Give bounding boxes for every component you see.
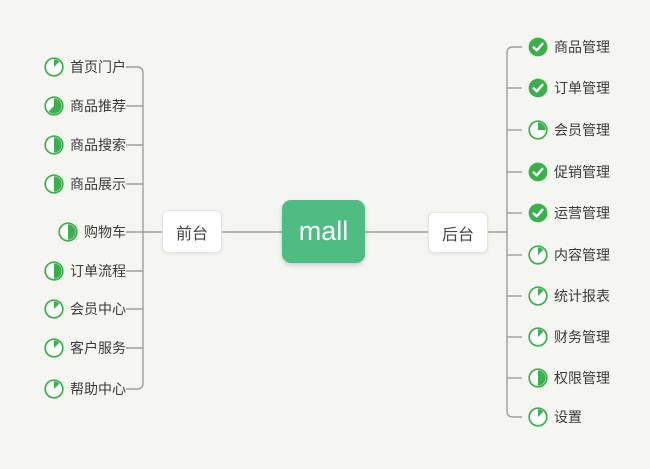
leaf-label: 首页门户 [70, 59, 126, 75]
leaf-label: 商品管理 [554, 39, 610, 55]
leaf-label: 会员中心 [70, 301, 126, 317]
mindmap-leaf-node[interactable]: 会员中心 [44, 298, 126, 320]
completed-check-icon [528, 78, 548, 98]
mindmap-leaf-node[interactable]: 帮助中心 [44, 378, 126, 400]
leaf-label: 商品推荐 [70, 98, 126, 114]
mindmap-leaf-node[interactable]: 内容管理 [528, 244, 610, 266]
mindmap-leaf-node[interactable]: 财务管理 [528, 326, 610, 348]
progress-pie-icon [44, 135, 64, 155]
progress-pie-icon [44, 96, 64, 116]
leaf-label: 运营管理 [554, 205, 610, 221]
mindmap-leaf-node[interactable]: 订单管理 [528, 77, 610, 99]
root-node-mall[interactable]: mall [282, 200, 365, 263]
progress-pie-icon [528, 120, 548, 140]
mindmap-leaf-node[interactable]: 客户服务 [44, 337, 126, 359]
mindmap-leaf-node[interactable]: 首页门户 [44, 56, 126, 78]
branch-node-frontend[interactable]: 前台 [162, 210, 222, 253]
mindmap-leaf-node[interactable]: 商品搜索 [44, 134, 126, 156]
mindmap-leaf-node[interactable]: 权限管理 [528, 367, 610, 389]
leaf-label: 会员管理 [554, 122, 610, 138]
progress-pie-icon [528, 286, 548, 306]
progress-pie-icon [44, 299, 64, 319]
leaf-label: 订单流程 [70, 263, 126, 279]
progress-pie-icon [44, 261, 64, 281]
completed-check-icon [528, 37, 548, 57]
mindmap-leaf-node[interactable]: 运营管理 [528, 202, 610, 224]
mindmap-leaf-node[interactable]: 商品推荐 [44, 95, 126, 117]
completed-check-icon [528, 203, 548, 223]
progress-pie-icon [528, 407, 548, 427]
leaf-label: 商品搜索 [70, 137, 126, 153]
completed-check-icon [528, 162, 548, 182]
mindmap-leaf-node[interactable]: 会员管理 [528, 119, 610, 141]
leaf-label: 商品展示 [70, 176, 126, 192]
leaf-label: 权限管理 [554, 370, 610, 386]
progress-pie-icon [528, 327, 548, 347]
mindmap-leaf-node[interactable]: 商品管理 [528, 36, 610, 58]
progress-pie-icon [58, 222, 78, 242]
leaf-label: 统计报表 [554, 288, 610, 304]
leaf-label: 设置 [554, 409, 582, 425]
leaf-label: 财务管理 [554, 329, 610, 345]
branch-label-frontend: 前台 [175, 225, 208, 243]
branch-node-backend[interactable]: 后台 [428, 212, 488, 253]
mindmap-leaf-node[interactable]: 统计报表 [528, 285, 610, 307]
mindmap-leaf-node[interactable]: 订单流程 [44, 260, 126, 282]
progress-pie-icon [44, 379, 64, 399]
progress-pie-icon [44, 57, 64, 77]
mindmap-leaf-node[interactable]: 促销管理 [528, 161, 610, 183]
progress-pie-icon [44, 174, 64, 194]
leaf-label: 内容管理 [554, 247, 610, 263]
leaf-label: 促销管理 [554, 164, 610, 180]
leaf-label: 客户服务 [70, 340, 126, 356]
mindmap-leaf-node[interactable]: 购物车 [58, 221, 126, 243]
leaf-label: 帮助中心 [70, 381, 126, 397]
progress-pie-icon [44, 338, 64, 358]
mindmap-leaf-node[interactable]: 商品展示 [44, 173, 126, 195]
mindmap-leaf-node[interactable]: 设置 [528, 406, 582, 428]
progress-pie-icon [528, 245, 548, 265]
root-label: mall [298, 216, 349, 246]
branch-label-backend: 后台 [441, 226, 474, 244]
progress-pie-icon [528, 368, 548, 388]
leaf-label: 购物车 [84, 224, 126, 240]
leaf-label: 订单管理 [554, 80, 610, 96]
